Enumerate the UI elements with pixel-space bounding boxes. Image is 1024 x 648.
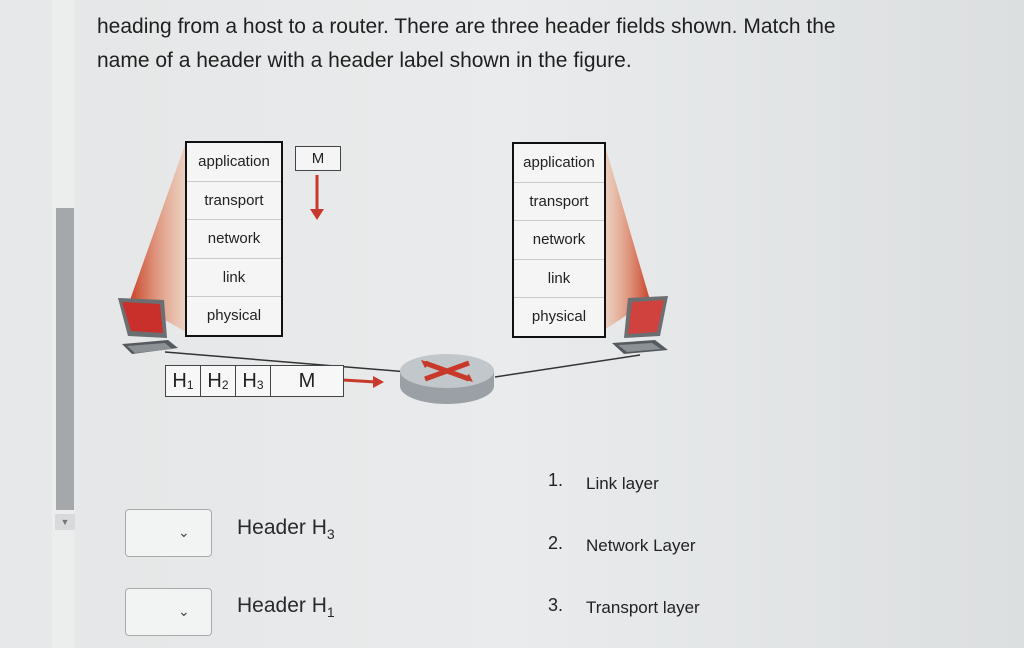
router-right-link — [494, 354, 641, 378]
question-text: heading from a host to a router. There a… — [97, 10, 957, 78]
host-beam — [130, 142, 186, 332]
header-h1-dropdown[interactable]: ⌄ — [125, 588, 212, 636]
remote-computer-icon — [612, 296, 668, 354]
router-layer-network: network — [514, 221, 604, 260]
option-3-text: Transport layer — [586, 598, 700, 617]
host-protocol-stack: application transport network link physi… — [185, 141, 283, 337]
option-1-number: 1. — [548, 470, 564, 490]
header-h1-label: Header H1 — [237, 594, 335, 621]
option-1-text: Link layer — [586, 474, 659, 493]
header-h3-label: Header H3 — [237, 516, 335, 543]
scrollbar-thumb[interactable] — [56, 208, 74, 510]
option-3-number: 3. — [548, 595, 564, 615]
router-beam — [604, 142, 650, 330]
scroll-down-arrow-icon[interactable]: ▼ — [55, 514, 75, 530]
host-layer-link: link — [187, 259, 281, 297]
router-protocol-stack: application transport network link physi… — [512, 142, 606, 338]
message-box: M — [295, 146, 341, 171]
chevron-down-icon: ⌄ — [178, 603, 190, 619]
header-h3-dropdown[interactable]: ⌄ — [125, 509, 212, 557]
question-line-1: heading from a host to a router. There a… — [97, 15, 836, 38]
host-router-link — [164, 351, 421, 374]
down-arrow-icon — [310, 175, 324, 220]
host-layer-network: network — [187, 220, 281, 259]
chevron-down-icon: ⌄ — [178, 524, 190, 540]
packet-message: M — [298, 369, 316, 392]
option-2-text: Network Layer — [586, 536, 696, 555]
router-icon — [400, 354, 494, 404]
host-layer-physical: physical — [206, 307, 262, 325]
router-layer-link: link — [514, 260, 604, 298]
host-computer-icon — [118, 298, 178, 354]
option-2-number: 2. — [548, 533, 564, 553]
router-layer-physical: physical — [531, 308, 587, 326]
question-line-2: name of a header with a header label sho… — [97, 49, 632, 72]
router-layer-application: application — [514, 144, 604, 183]
router-layer-transport: transport — [514, 183, 604, 221]
host-layer-application: application — [187, 143, 281, 182]
host-layer-transport: transport — [187, 182, 281, 220]
right-arrow-icon — [342, 376, 384, 388]
